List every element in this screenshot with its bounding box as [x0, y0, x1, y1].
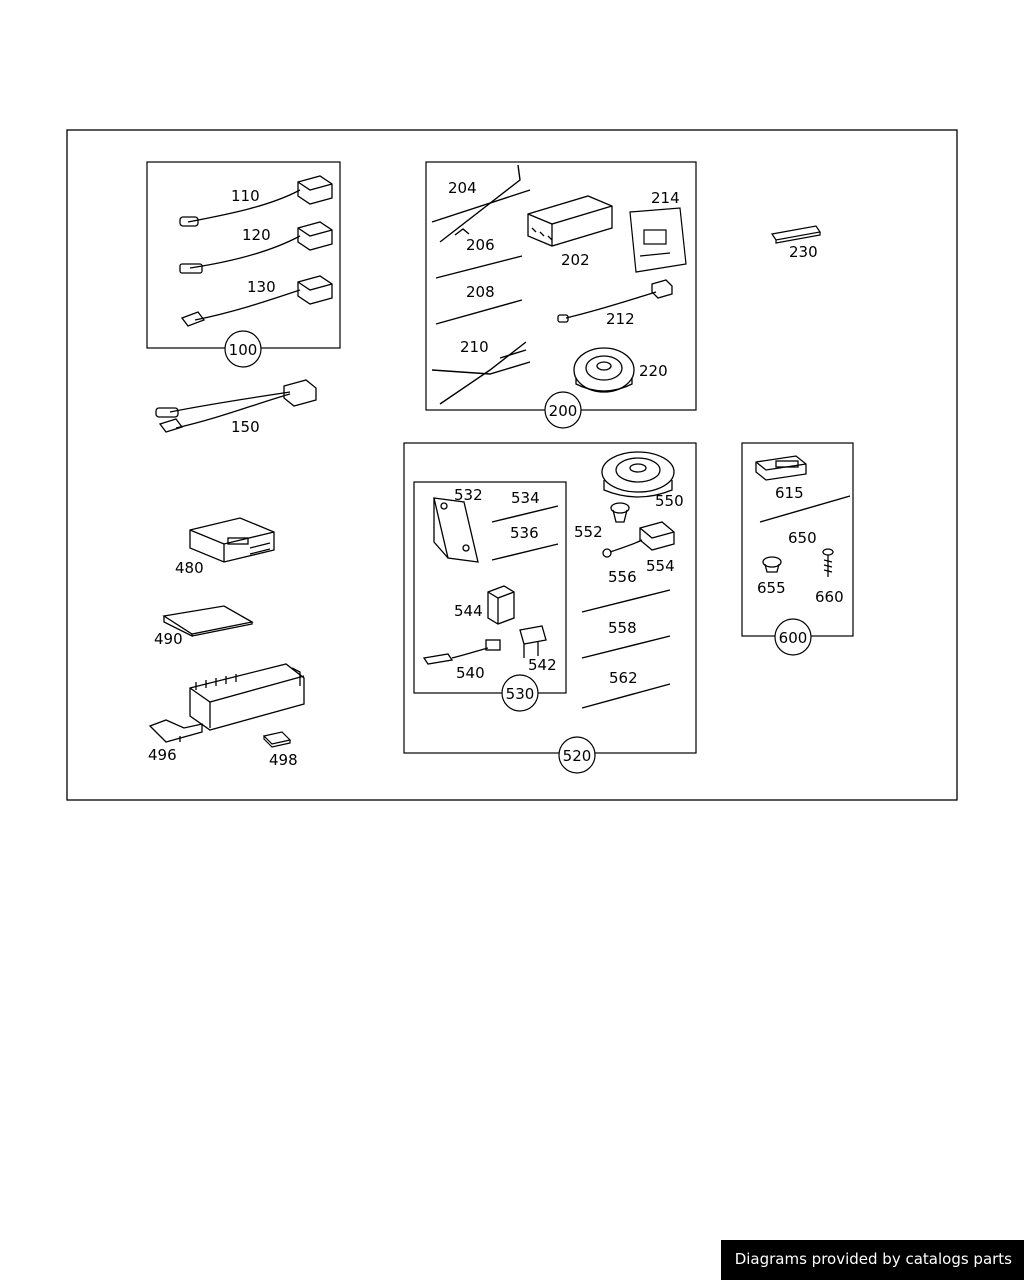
wire-650-illustration: [759, 495, 851, 523]
connector-544-illustration: [487, 585, 515, 625]
part-label-542[interactable]: 542: [528, 656, 557, 674]
part-label-556[interactable]: 556: [608, 568, 637, 586]
group-600-badge: [774, 618, 812, 656]
wire-534-illustration: [491, 505, 559, 523]
part-label-220[interactable]: 220: [639, 362, 668, 380]
footer-credit: Diagrams provided by catalogs parts: [720, 1240, 1024, 1280]
wire-558-illustration: [581, 635, 671, 659]
part-label-550[interactable]: 550: [655, 492, 684, 510]
clip-655-illustration: [762, 556, 782, 573]
group-200-badge: [544, 391, 582, 429]
module-615-illustration: [755, 455, 807, 481]
part-label-210[interactable]: 210: [460, 338, 489, 356]
cable-120-illustration: [179, 221, 333, 274]
part-label-615[interactable]: 615: [775, 484, 804, 502]
part-label-110[interactable]: 110: [231, 187, 260, 205]
part-label-150[interactable]: 150: [231, 418, 260, 436]
part-label-650[interactable]: 650: [788, 529, 817, 547]
usb-stick-230-illustration: [770, 225, 822, 244]
cable-212-illustration: [557, 279, 673, 323]
part-label-490[interactable]: 490: [154, 630, 183, 648]
part-label-660[interactable]: 660: [815, 588, 844, 606]
part-label-120[interactable]: 120: [242, 226, 271, 244]
antenna-554-illustration: [602, 521, 675, 558]
part-label-532[interactable]: 532: [454, 486, 483, 504]
group-100-badge: [224, 330, 262, 368]
part-label-206[interactable]: 206: [466, 236, 495, 254]
module-532-illustration: [433, 497, 479, 563]
group-label-100[interactable]: 100: [229, 341, 258, 359]
group-label-600[interactable]: 600: [779, 629, 808, 647]
cable-130-illustration: [180, 275, 333, 327]
part-label-202[interactable]: 202: [561, 251, 590, 269]
wiring-204-illustration: [431, 164, 531, 243]
part-label-534[interactable]: 534: [511, 489, 540, 507]
adapter-542-illustration: [519, 625, 547, 658]
card-490-illustration: [162, 605, 254, 638]
part-label-554[interactable]: 554: [646, 557, 675, 575]
part-label-562[interactable]: 562: [609, 669, 638, 687]
wire-208-illustration: [435, 299, 523, 325]
part-label-536[interactable]: 536: [510, 524, 539, 542]
manual-214-illustration: [629, 207, 687, 273]
group-520-badge: [558, 736, 596, 774]
module-202-illustration: [527, 195, 613, 247]
part-label-544[interactable]: 544: [454, 602, 483, 620]
part-label-480[interactable]: 480: [175, 559, 204, 577]
diagram-frame: [66, 129, 958, 801]
part-label-655[interactable]: 655: [757, 579, 786, 597]
part-label-230[interactable]: 230: [789, 243, 818, 261]
screw-660-illustration: [822, 548, 834, 577]
part-label-130[interactable]: 130: [247, 278, 276, 296]
part-label-552[interactable]: 552: [574, 523, 603, 541]
housing-496-illustration: [148, 663, 305, 743]
wire-536-illustration: [491, 543, 559, 561]
group-label-200[interactable]: 200: [549, 402, 578, 420]
group-label-520[interactable]: 520: [563, 747, 592, 765]
wire-206-illustration: [435, 255, 523, 279]
part-label-498[interactable]: 498: [269, 751, 298, 769]
unit-480-illustration: [189, 517, 275, 563]
wire-556-illustration: [581, 589, 671, 613]
group-label-530[interactable]: 530: [506, 685, 535, 703]
speaker-220-illustration: [573, 347, 635, 393]
cable-540-illustration: [422, 639, 501, 665]
clip-552-illustration: [610, 502, 630, 523]
group-520-box: [403, 442, 697, 754]
part-label-496[interactable]: 496: [148, 746, 177, 764]
group-530-box: [413, 481, 567, 694]
group-530-badge: [501, 674, 539, 712]
cable-150-illustration: [155, 379, 317, 433]
part-label-214[interactable]: 214: [651, 189, 680, 207]
part-label-540[interactable]: 540: [456, 664, 485, 682]
part-label-212[interactable]: 212: [606, 310, 635, 328]
cable-110-illustration: [179, 175, 333, 227]
part-label-558[interactable]: 558: [608, 619, 637, 637]
part-label-208[interactable]: 208: [466, 283, 495, 301]
speaker-550-illustration: [601, 451, 675, 498]
part-label-204[interactable]: 204: [448, 179, 477, 197]
wiring-210-illustration: [431, 341, 531, 405]
wire-562-illustration: [581, 683, 671, 709]
card-498-illustration: [262, 731, 292, 748]
